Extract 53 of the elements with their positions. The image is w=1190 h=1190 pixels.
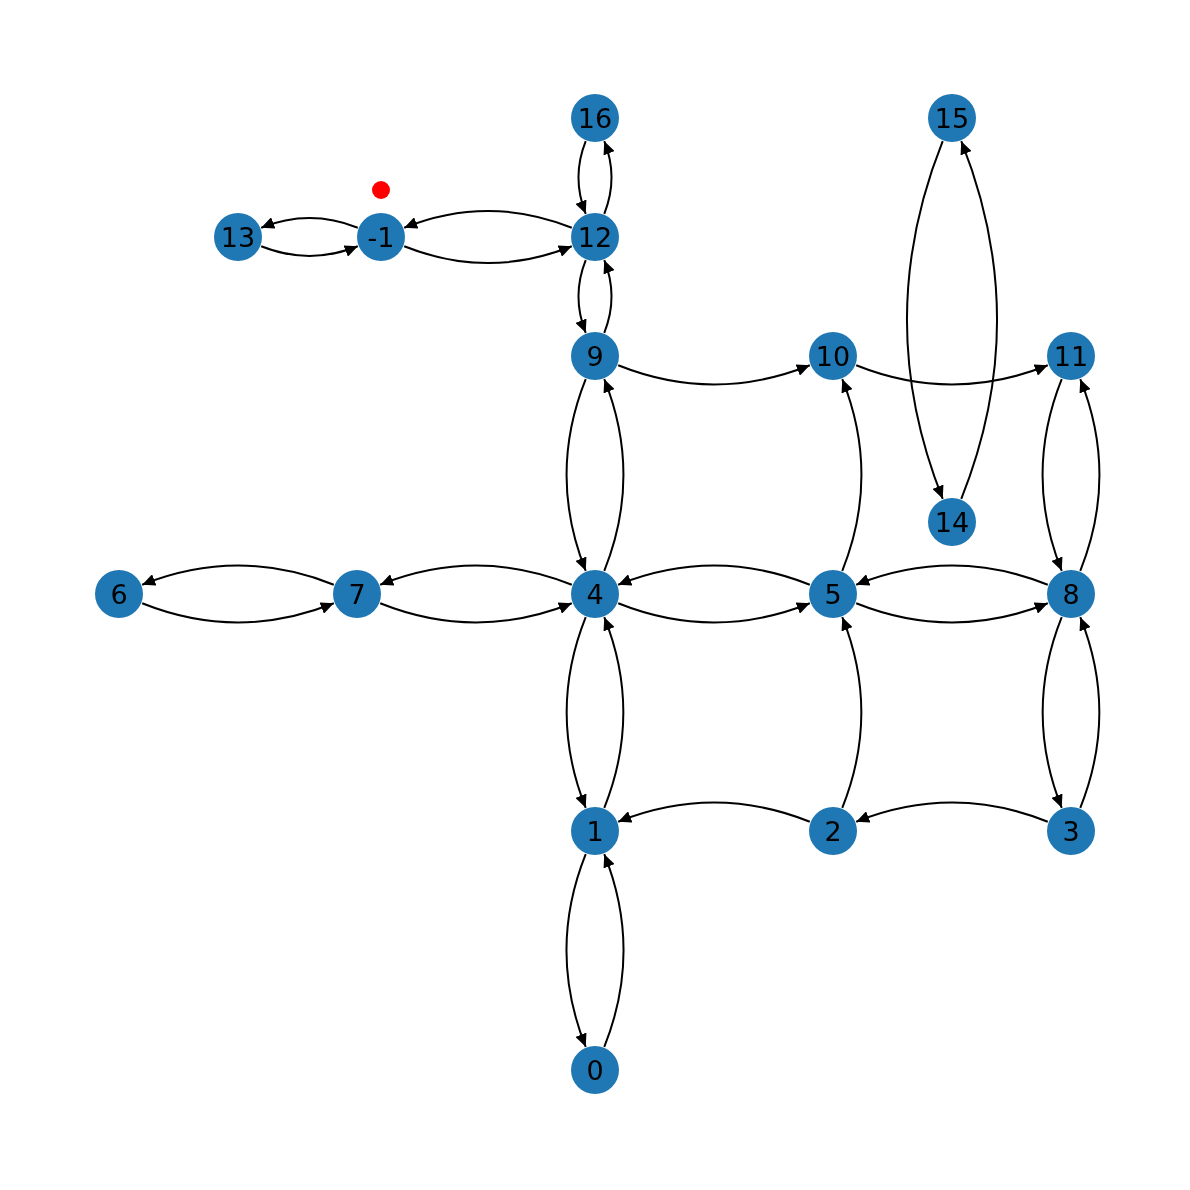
node-circle: 5 (809, 570, 857, 618)
arrow (617, 602, 811, 624)
arrow (1079, 616, 1101, 809)
arrow (855, 564, 1049, 586)
arrow (565, 616, 587, 809)
node-circle: 0 (571, 1046, 619, 1094)
arrow (617, 364, 811, 386)
arrow (403, 209, 573, 229)
node-circle: 4 (571, 570, 619, 618)
node-circle: 11 (1047, 332, 1095, 380)
arrow (841, 616, 863, 809)
arrow (603, 616, 625, 809)
arrow (575, 140, 587, 215)
arrow (403, 245, 573, 265)
arrow (855, 364, 1049, 386)
arrow (1041, 378, 1063, 572)
arrow (1041, 616, 1063, 809)
arrow (141, 602, 335, 624)
arrow (905, 140, 944, 500)
arrow (603, 259, 615, 334)
arrow (603, 140, 615, 215)
node-circle: 16 (571, 94, 619, 142)
arrow (260, 217, 359, 229)
arrow (603, 853, 625, 1048)
arrow (260, 245, 359, 257)
node-circle: 8 (1047, 570, 1095, 618)
arrow (841, 378, 863, 572)
arrow (855, 801, 1049, 823)
arrow (855, 602, 1049, 624)
node-circle: 12 (571, 213, 619, 261)
node-circle: 6 (95, 570, 143, 618)
node-circle: -1 (357, 213, 405, 261)
arrow (141, 564, 335, 586)
arrow (575, 259, 587, 334)
node-circle: 9 (571, 332, 619, 380)
node-circle: 10 (809, 332, 857, 380)
node-circle: 1 (571, 807, 619, 855)
node-circle: 14 (928, 498, 976, 546)
arrow (960, 140, 999, 500)
arrow (617, 801, 811, 823)
node-circle: 2 (809, 807, 857, 855)
arrow (1079, 378, 1101, 572)
node-circle: 15 (928, 94, 976, 142)
arrow (379, 564, 573, 586)
node-circle: 13 (214, 213, 262, 261)
arrow (565, 378, 587, 572)
arrow (379, 602, 573, 624)
arrow (565, 853, 587, 1048)
marker-dot (372, 181, 390, 199)
node-circle: 7 (333, 570, 381, 618)
arrow (617, 564, 811, 586)
arrow (603, 378, 625, 572)
node-circle: 3 (1047, 807, 1095, 855)
